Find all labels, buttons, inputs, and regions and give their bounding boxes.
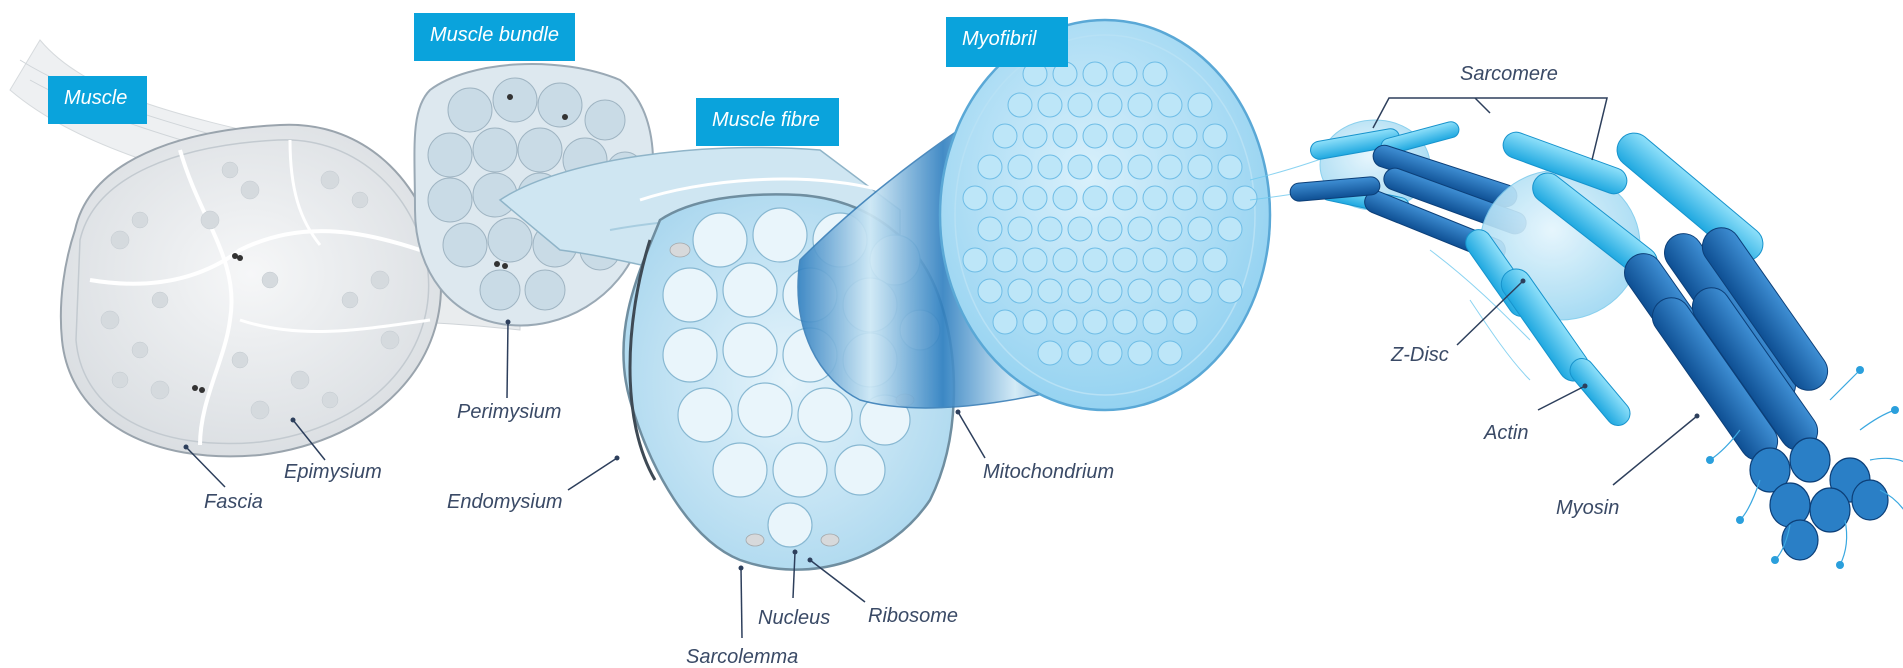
myofilament-bundle bbox=[1233, 186, 1257, 210]
myofilament-bundle bbox=[1038, 93, 1062, 117]
label-perimysium: Perimysium bbox=[457, 401, 561, 423]
myofilament-bundle bbox=[1098, 279, 1122, 303]
tag-muscle-fibre: Muscle fibre bbox=[696, 98, 839, 146]
myofilament-bundle bbox=[1128, 217, 1152, 241]
myofilament-bundle bbox=[1113, 248, 1137, 272]
myofilament-bundle bbox=[1008, 279, 1032, 303]
myofilament-bundle bbox=[978, 279, 1002, 303]
myofilament-bundle bbox=[1038, 155, 1062, 179]
myofilament-bundle bbox=[1158, 155, 1182, 179]
myofilament-bundle bbox=[1173, 248, 1197, 272]
tag-muscle-bundle: Muscle bundle bbox=[414, 13, 575, 61]
myofilament-bundle bbox=[1083, 310, 1107, 334]
myofilament-bundle bbox=[1008, 93, 1032, 117]
label-nucleus: Nucleus bbox=[758, 607, 830, 629]
myofilament-bundle bbox=[1158, 341, 1182, 365]
myofilament-bundle bbox=[1158, 217, 1182, 241]
myofilament-bundle bbox=[1143, 62, 1167, 86]
myofilament-bundle bbox=[993, 186, 1017, 210]
tag-myofibril: Myofibril bbox=[946, 17, 1068, 67]
myofilament-bundle bbox=[978, 217, 1002, 241]
myofilament-bundle bbox=[1068, 279, 1092, 303]
myofilament-bundle bbox=[1143, 310, 1167, 334]
label-endomysium: Endomysium bbox=[447, 491, 563, 513]
myofilament-bundle bbox=[1023, 124, 1047, 148]
myofilament-bundle bbox=[1068, 155, 1092, 179]
myofilament-bundle bbox=[1173, 124, 1197, 148]
myofilament-bundle bbox=[1203, 248, 1227, 272]
myofilament-bundle bbox=[1038, 341, 1062, 365]
myofilament-bundle bbox=[993, 248, 1017, 272]
label-z-disc: Z-Disc bbox=[1391, 344, 1449, 366]
myofilament-bundle bbox=[1023, 186, 1047, 210]
myofilament-bundle bbox=[1188, 217, 1212, 241]
myofilament-bundle bbox=[1173, 186, 1197, 210]
myofilament-bundle bbox=[993, 310, 1017, 334]
myofilament-bundle bbox=[1173, 310, 1197, 334]
myofilament-bundle bbox=[1158, 93, 1182, 117]
label-fascia: Fascia bbox=[204, 491, 263, 513]
myofilament-bundle bbox=[1113, 124, 1137, 148]
label-myosin: Myosin bbox=[1556, 497, 1619, 519]
myofilament-bundle bbox=[1053, 124, 1077, 148]
myofilament-bundle bbox=[1098, 93, 1122, 117]
myofilament-bundle bbox=[1068, 341, 1092, 365]
myofilament-bundle bbox=[1083, 248, 1107, 272]
myofilament-bundle bbox=[1158, 279, 1182, 303]
label-epimysium: Epimysium bbox=[284, 461, 382, 483]
myofilament-bundle bbox=[1203, 186, 1227, 210]
tag-muscle: Muscle bbox=[48, 76, 147, 124]
myofilament-bundle bbox=[1188, 93, 1212, 117]
myofilament-bundle bbox=[1143, 124, 1167, 148]
myofilament-bundle bbox=[1083, 124, 1107, 148]
myofilament-bundle bbox=[1203, 124, 1227, 148]
myofilament-bundle bbox=[1143, 248, 1167, 272]
myofilament-bundle bbox=[1188, 155, 1212, 179]
myofilament-bundle bbox=[1053, 310, 1077, 334]
myofilament-bundle bbox=[1023, 310, 1047, 334]
myofilament-bundle bbox=[1113, 62, 1137, 86]
myofilament-bundle bbox=[1098, 341, 1122, 365]
label-ribosome: Ribosome bbox=[868, 605, 958, 627]
myofilament-bundle bbox=[1083, 62, 1107, 86]
myofilament-bundle bbox=[978, 155, 1002, 179]
myofilament-bundle bbox=[1053, 186, 1077, 210]
myofibril-illustration bbox=[798, 20, 1270, 410]
myofilament-bundle bbox=[1188, 279, 1212, 303]
myofilament-bundle bbox=[963, 186, 987, 210]
myofilament-bundle bbox=[1068, 93, 1092, 117]
myofilament-bundle bbox=[1023, 248, 1047, 272]
myofilament-bundle bbox=[1143, 186, 1167, 210]
myofilament-bundle bbox=[1053, 248, 1077, 272]
myofilament-bundle bbox=[1008, 155, 1032, 179]
myofilament-bundle bbox=[1083, 186, 1107, 210]
myofilament-bundle bbox=[993, 124, 1017, 148]
myofilament-bundle bbox=[1098, 155, 1122, 179]
myofilament-bundle bbox=[1038, 279, 1062, 303]
myofilament-bundle bbox=[1128, 279, 1152, 303]
label-mitochondrium: Mitochondrium bbox=[983, 461, 1114, 483]
label-actin: Actin bbox=[1484, 422, 1528, 444]
myofilament-bundle bbox=[963, 248, 987, 272]
myofilament-bundle bbox=[1128, 93, 1152, 117]
myofilament-bundle bbox=[1128, 341, 1152, 365]
myofilament-bundle bbox=[1098, 217, 1122, 241]
myofilament-bundle bbox=[1128, 155, 1152, 179]
myofilament-bundle bbox=[1113, 310, 1137, 334]
myofilament-bundle bbox=[1068, 217, 1092, 241]
myofilament-bundle bbox=[1218, 279, 1242, 303]
myofilament-bundle bbox=[1008, 217, 1032, 241]
myofilament-bundle bbox=[1038, 217, 1062, 241]
myofilament-bundle bbox=[1113, 186, 1137, 210]
label-sarcomere: Sarcomere bbox=[1460, 63, 1558, 85]
myofilament-bundle bbox=[1218, 155, 1242, 179]
myofilament-bundle bbox=[1218, 217, 1242, 241]
